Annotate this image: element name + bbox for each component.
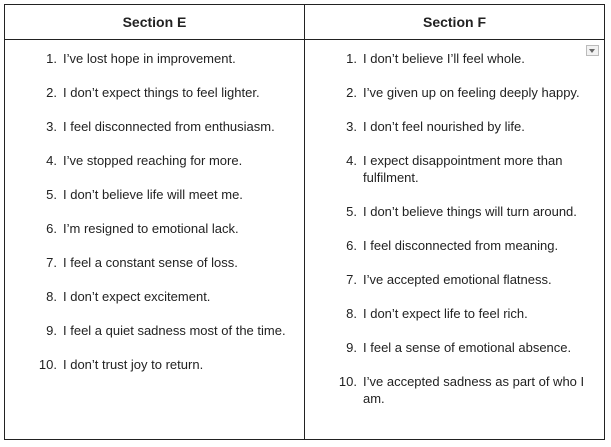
item-text: I don’t feel nourished by life. xyxy=(363,119,525,134)
item-number: 4. xyxy=(346,153,357,168)
list-item: 6. I’m resigned to emotional lack. xyxy=(5,220,304,237)
item-number: 10. xyxy=(338,374,357,389)
list-item: 3. I feel disconnected from enthusiasm. xyxy=(5,118,304,135)
item-text: I feel a quiet sadness most of the time. xyxy=(63,323,286,338)
section-f-list: 1. I don’t believe I’ll feel whole. 2. I’ve… xyxy=(305,50,604,407)
item-text: I don’t expect excitement. xyxy=(63,289,211,304)
item-number: 5. xyxy=(46,187,57,202)
item-number: 8. xyxy=(346,306,357,321)
list-item: 9. I feel a sense of emotional absence. xyxy=(305,339,604,356)
item-text: I don’t believe I’ll feel whole. xyxy=(363,51,525,66)
item-text: I’ve stopped reaching for more. xyxy=(63,153,243,168)
item-text: I don’t expect life to feel rich. xyxy=(363,306,528,321)
item-number: 1. xyxy=(346,51,357,66)
section-f-header: Section F xyxy=(304,4,605,40)
list-item: 7. I feel a constant sense of loss. xyxy=(5,254,304,271)
item-text: I feel a constant sense of loss. xyxy=(63,255,238,270)
item-number: 8. xyxy=(46,289,57,304)
list-item: 7. I’ve accepted emotional flatness. xyxy=(305,271,604,288)
item-text: I don’t trust joy to return. xyxy=(63,357,204,372)
list-item: 2. I’ve given up on feeling deeply happy. xyxy=(305,84,604,101)
item-text: I’ve accepted sadness as part of who I a… xyxy=(363,374,585,406)
list-item: 6. I feel disconnected from meaning. xyxy=(305,237,604,254)
item-number: 6. xyxy=(46,221,57,236)
list-item: 1. I don’t believe I’ll feel whole. xyxy=(305,50,604,67)
item-text: I’ve lost hope in improvement. xyxy=(63,51,236,66)
sections-table: Section E Section F 1. I’ve lost hope in … xyxy=(4,4,605,440)
item-text: I’ve accepted emotional flatness. xyxy=(363,272,552,287)
section-e-header: Section E xyxy=(4,4,305,40)
item-text: I don’t believe things will turn around. xyxy=(363,204,577,219)
item-number: 10. xyxy=(38,357,57,372)
item-text: I expect disappointment more than fulfil… xyxy=(363,153,563,185)
item-number: 3. xyxy=(46,119,57,134)
item-number: 9. xyxy=(346,340,357,355)
section-e-list: 1. I’ve lost hope in improvement. 2. I don’… xyxy=(5,50,304,373)
list-item: 10. I’ve accepted sadness as part of who … xyxy=(305,373,604,407)
list-item: 5. I don’t believe life will meet me. xyxy=(5,186,304,203)
item-number: 7. xyxy=(346,272,357,287)
item-text: I feel a sense of emotional absence. xyxy=(363,340,572,355)
item-number: 4. xyxy=(46,153,57,168)
item-text: I feel disconnected from meaning. xyxy=(363,238,559,253)
item-text: I’m resigned to emotional lack. xyxy=(63,221,239,236)
item-number: 7. xyxy=(46,255,57,270)
item-number: 3. xyxy=(346,119,357,134)
list-item: 8. I don’t expect excitement. xyxy=(5,288,304,305)
dropdown-arrow-icon[interactable] xyxy=(586,45,599,56)
section-f-cell: 1. I don’t believe I’ll feel whole. 2. I’ve… xyxy=(304,39,605,440)
item-number: 9. xyxy=(46,323,57,338)
item-number: 6. xyxy=(346,238,357,253)
item-number: 2. xyxy=(346,85,357,100)
item-number: 2. xyxy=(46,85,57,100)
list-item: 1. I’ve lost hope in improvement. xyxy=(5,50,304,67)
item-number: 5. xyxy=(346,204,357,219)
list-item: 10. I don’t trust joy to return. xyxy=(5,356,304,373)
item-number: 1. xyxy=(46,51,57,66)
section-e-cell: 1. I’ve lost hope in improvement. 2. I don’… xyxy=(4,39,305,440)
list-item: 8. I don’t expect life to feel rich. xyxy=(305,305,604,322)
list-item: 2. I don’t expect things to feel lighter. xyxy=(5,84,304,101)
item-text: I’ve given up on feeling deeply happy. xyxy=(363,85,580,100)
list-item: 3. I don’t feel nourished by life. xyxy=(305,118,604,135)
list-item: 4. I’ve stopped reaching for more. xyxy=(5,152,304,169)
list-item: 9. I feel a quiet sadness most of the tim… xyxy=(5,322,304,339)
item-text: I don’t believe life will meet me. xyxy=(63,187,243,202)
list-item: 5. I don’t believe things will turn aroun… xyxy=(305,203,604,220)
item-text: I feel disconnected from enthusiasm. xyxy=(63,119,275,134)
item-text: I don’t expect things to feel lighter. xyxy=(63,85,260,100)
list-item: 4. I expect disappointment more than fulf… xyxy=(305,152,604,186)
